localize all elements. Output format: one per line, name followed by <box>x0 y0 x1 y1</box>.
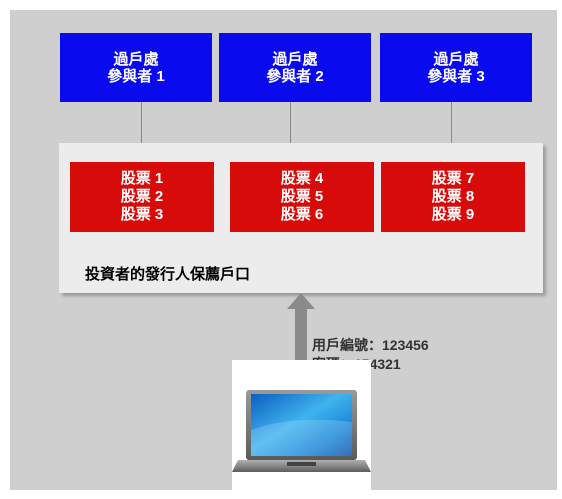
stock-item: 股票 7 <box>431 170 475 187</box>
stock-group-3: 股票 7 股票 8 股票 9 <box>381 162 525 232</box>
participant-1-label: 參與者 1 <box>107 67 165 85</box>
connector-line-3 <box>451 102 452 162</box>
arrow-up-icon <box>287 293 315 309</box>
stock-item: 股票 1 <box>120 170 164 187</box>
stock-item: 股票 6 <box>280 206 324 223</box>
participant-3-title: 過戶處 <box>433 50 479 68</box>
user-id-line: 用戶編號：123456 <box>312 337 429 353</box>
participant-box-2: 過戶處 參與者 2 <box>219 33 371 102</box>
participant-3-label: 參與者 3 <box>427 67 485 85</box>
stock-item: 股票 4 <box>280 170 324 187</box>
stock-item: 股票 3 <box>120 206 164 223</box>
laptop-frame <box>232 360 371 494</box>
stock-item: 股票 2 <box>120 188 164 205</box>
stock-group-1: 股票 1 股票 2 股票 3 <box>70 162 214 232</box>
connector-line-2 <box>290 102 291 162</box>
connector-line-1 <box>141 102 142 162</box>
participant-2-title: 過戶處 <box>272 50 318 68</box>
participant-box-3: 過戶處 參與者 3 <box>380 33 532 102</box>
laptop-icon <box>232 390 371 472</box>
stock-item: 股票 8 <box>431 188 475 205</box>
panel-label: 投資者的發行人保薦戶口 <box>85 266 251 283</box>
stock-group-2: 股票 4 股票 5 股票 6 <box>230 162 374 232</box>
stock-item: 股票 9 <box>431 206 475 223</box>
participant-box-1: 過戶處 參與者 1 <box>60 33 212 102</box>
stock-item: 股票 5 <box>280 188 324 205</box>
participant-2-label: 參與者 2 <box>266 67 324 85</box>
participant-1-title: 過戶處 <box>113 50 159 68</box>
